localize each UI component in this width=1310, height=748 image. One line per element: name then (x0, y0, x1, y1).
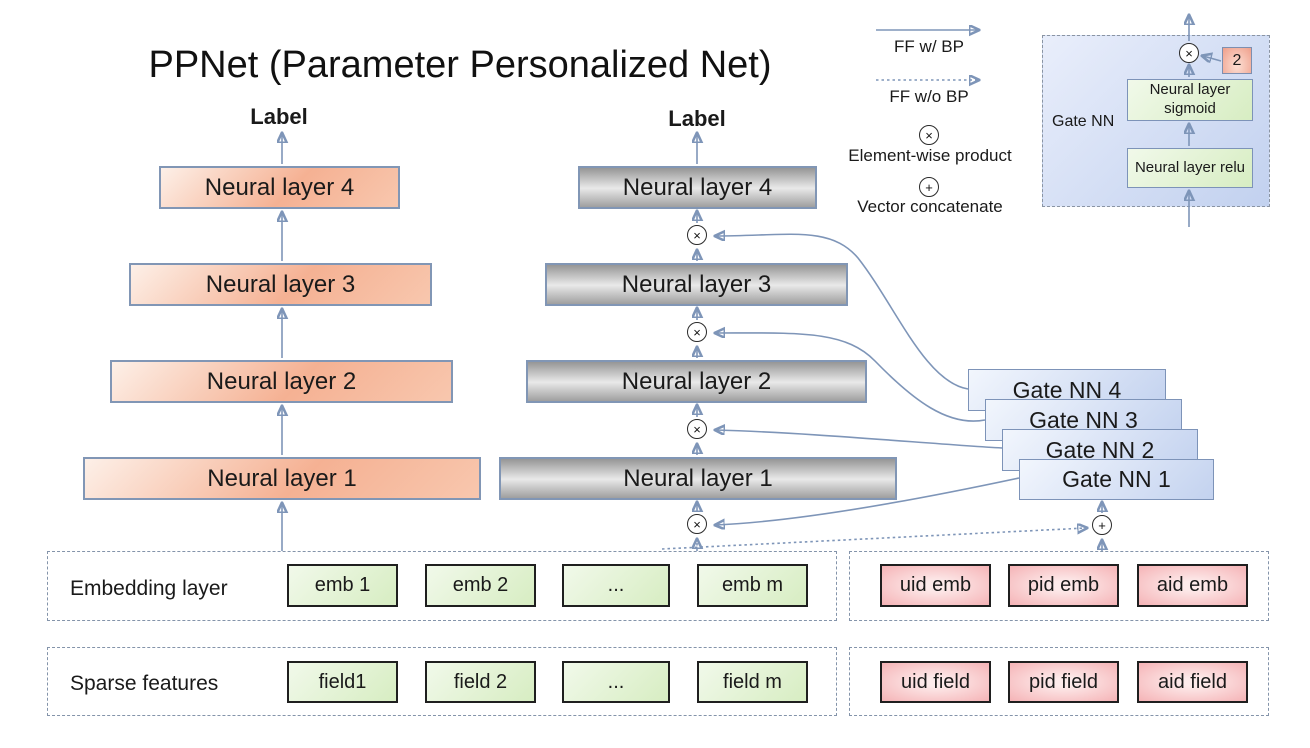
gate-input-arrows (661, 503, 1102, 551)
main-neural-layer-1: Neural layer 1 (499, 457, 897, 500)
left-tower-label: Label (250, 104, 308, 129)
pid-emb-box: pid emb (1008, 564, 1119, 607)
aid-field-box: aid field (1137, 661, 1248, 703)
legend-product-icon: × (919, 125, 939, 145)
product-icon-layer4: × (687, 225, 707, 245)
gate-nn-1-box: Gate NN 1 (1019, 459, 1214, 500)
legend-concat-icon: + (919, 177, 939, 197)
product-icon-layer1: × (687, 514, 707, 534)
emb-2-box: emb 2 (425, 564, 536, 607)
gate-relu-layer-box: Neural layer relu (1127, 148, 1253, 188)
embedding-row-label: Embedding layer (70, 577, 228, 600)
diagram-title: PPNet (Parameter Personalized Net) (148, 44, 772, 86)
legend-ff-bp-label: FF w/ BP (894, 37, 964, 56)
gate-to-product-curves (716, 234, 1020, 525)
left-neural-layer-2: Neural layer 2 (110, 360, 453, 403)
main-neural-layer-2: Neural layer 2 (526, 360, 867, 403)
left-neural-layer-1: Neural layer 1 (83, 457, 481, 500)
field-ellipsis-box: ... (562, 661, 670, 703)
sparse-row-label: Sparse features (70, 672, 219, 695)
field-m-box: field m (697, 661, 808, 703)
left-neural-layer-4: Neural layer 4 (159, 166, 400, 209)
gate-nn-detail-label: Gate NN (1052, 113, 1115, 130)
gate-sigmoid-layer-box: Neural layer sigmoid (1127, 79, 1253, 121)
main-neural-layer-4: Neural layer 4 (578, 166, 817, 209)
pid-field-box: pid field (1008, 661, 1119, 703)
gate-detail-arrows (1189, 16, 1222, 227)
left-neural-layer-3: Neural layer 3 (129, 263, 432, 306)
gate-product-icon: × (1179, 43, 1199, 63)
legend-ff-wo-bp-label: FF w/o BP (889, 87, 969, 106)
concat-icon: + (1092, 515, 1112, 535)
aid-emb-box: aid emb (1137, 564, 1248, 607)
emb-ellipsis-box: ... (562, 564, 670, 607)
field-1-box: field1 (287, 661, 398, 703)
uid-field-box: uid field (880, 661, 991, 703)
emb-1-box: emb 1 (287, 564, 398, 607)
main-tower-label: Label (668, 106, 726, 131)
legend-product-label: Element-wise product (848, 146, 1012, 165)
emb-m-box: emb m (697, 564, 808, 607)
product-icon-layer2: × (687, 419, 707, 439)
uid-emb-box: uid emb (880, 564, 991, 607)
gate-scale-box: 2 (1222, 47, 1252, 74)
product-icon-layer3: × (687, 322, 707, 342)
main-neural-layer-3: Neural layer 3 (545, 263, 848, 306)
field-2-box: field 2 (425, 661, 536, 703)
legend-concat-label: Vector concatenate (857, 197, 1003, 216)
legend-arrows (876, 30, 978, 80)
